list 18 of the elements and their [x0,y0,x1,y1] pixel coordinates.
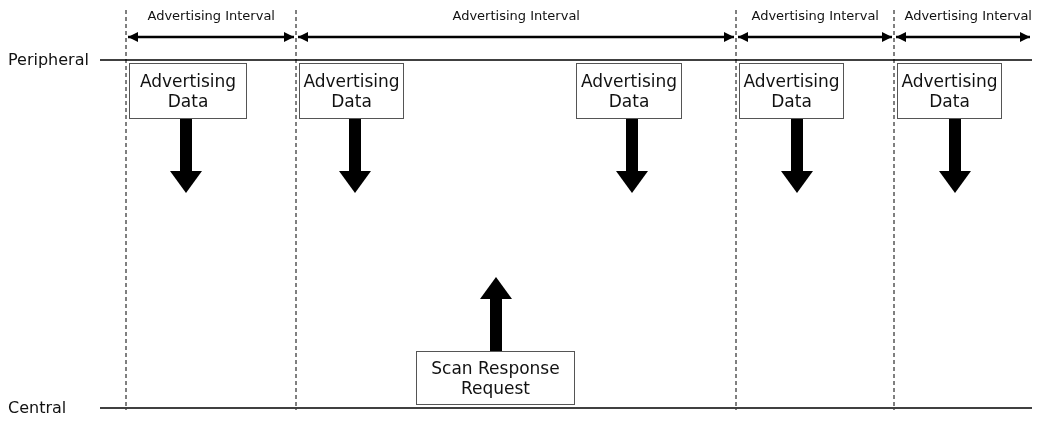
arrow [939,119,971,193]
text-label: Central [8,398,67,417]
process-box: Advertising Data [129,63,247,119]
text-label: Advertising Interval [751,8,879,23]
text-label: Advertising Interval [452,8,580,23]
process-box: Advertising Data [576,63,682,119]
text-label: Advertising Interval [904,8,1032,23]
text-label: Peripheral [8,50,89,69]
arrow [480,277,512,351]
text-label: Advertising Interval [147,8,275,23]
process-box: Advertising Data [739,63,844,119]
process-box: Advertising Data [897,63,1002,119]
process-box: Scan Response Request [416,351,575,405]
arrow [339,119,371,193]
arrow [170,119,202,193]
process-box: Advertising Data [299,63,404,119]
arrow [781,119,813,193]
arrow [616,119,648,193]
